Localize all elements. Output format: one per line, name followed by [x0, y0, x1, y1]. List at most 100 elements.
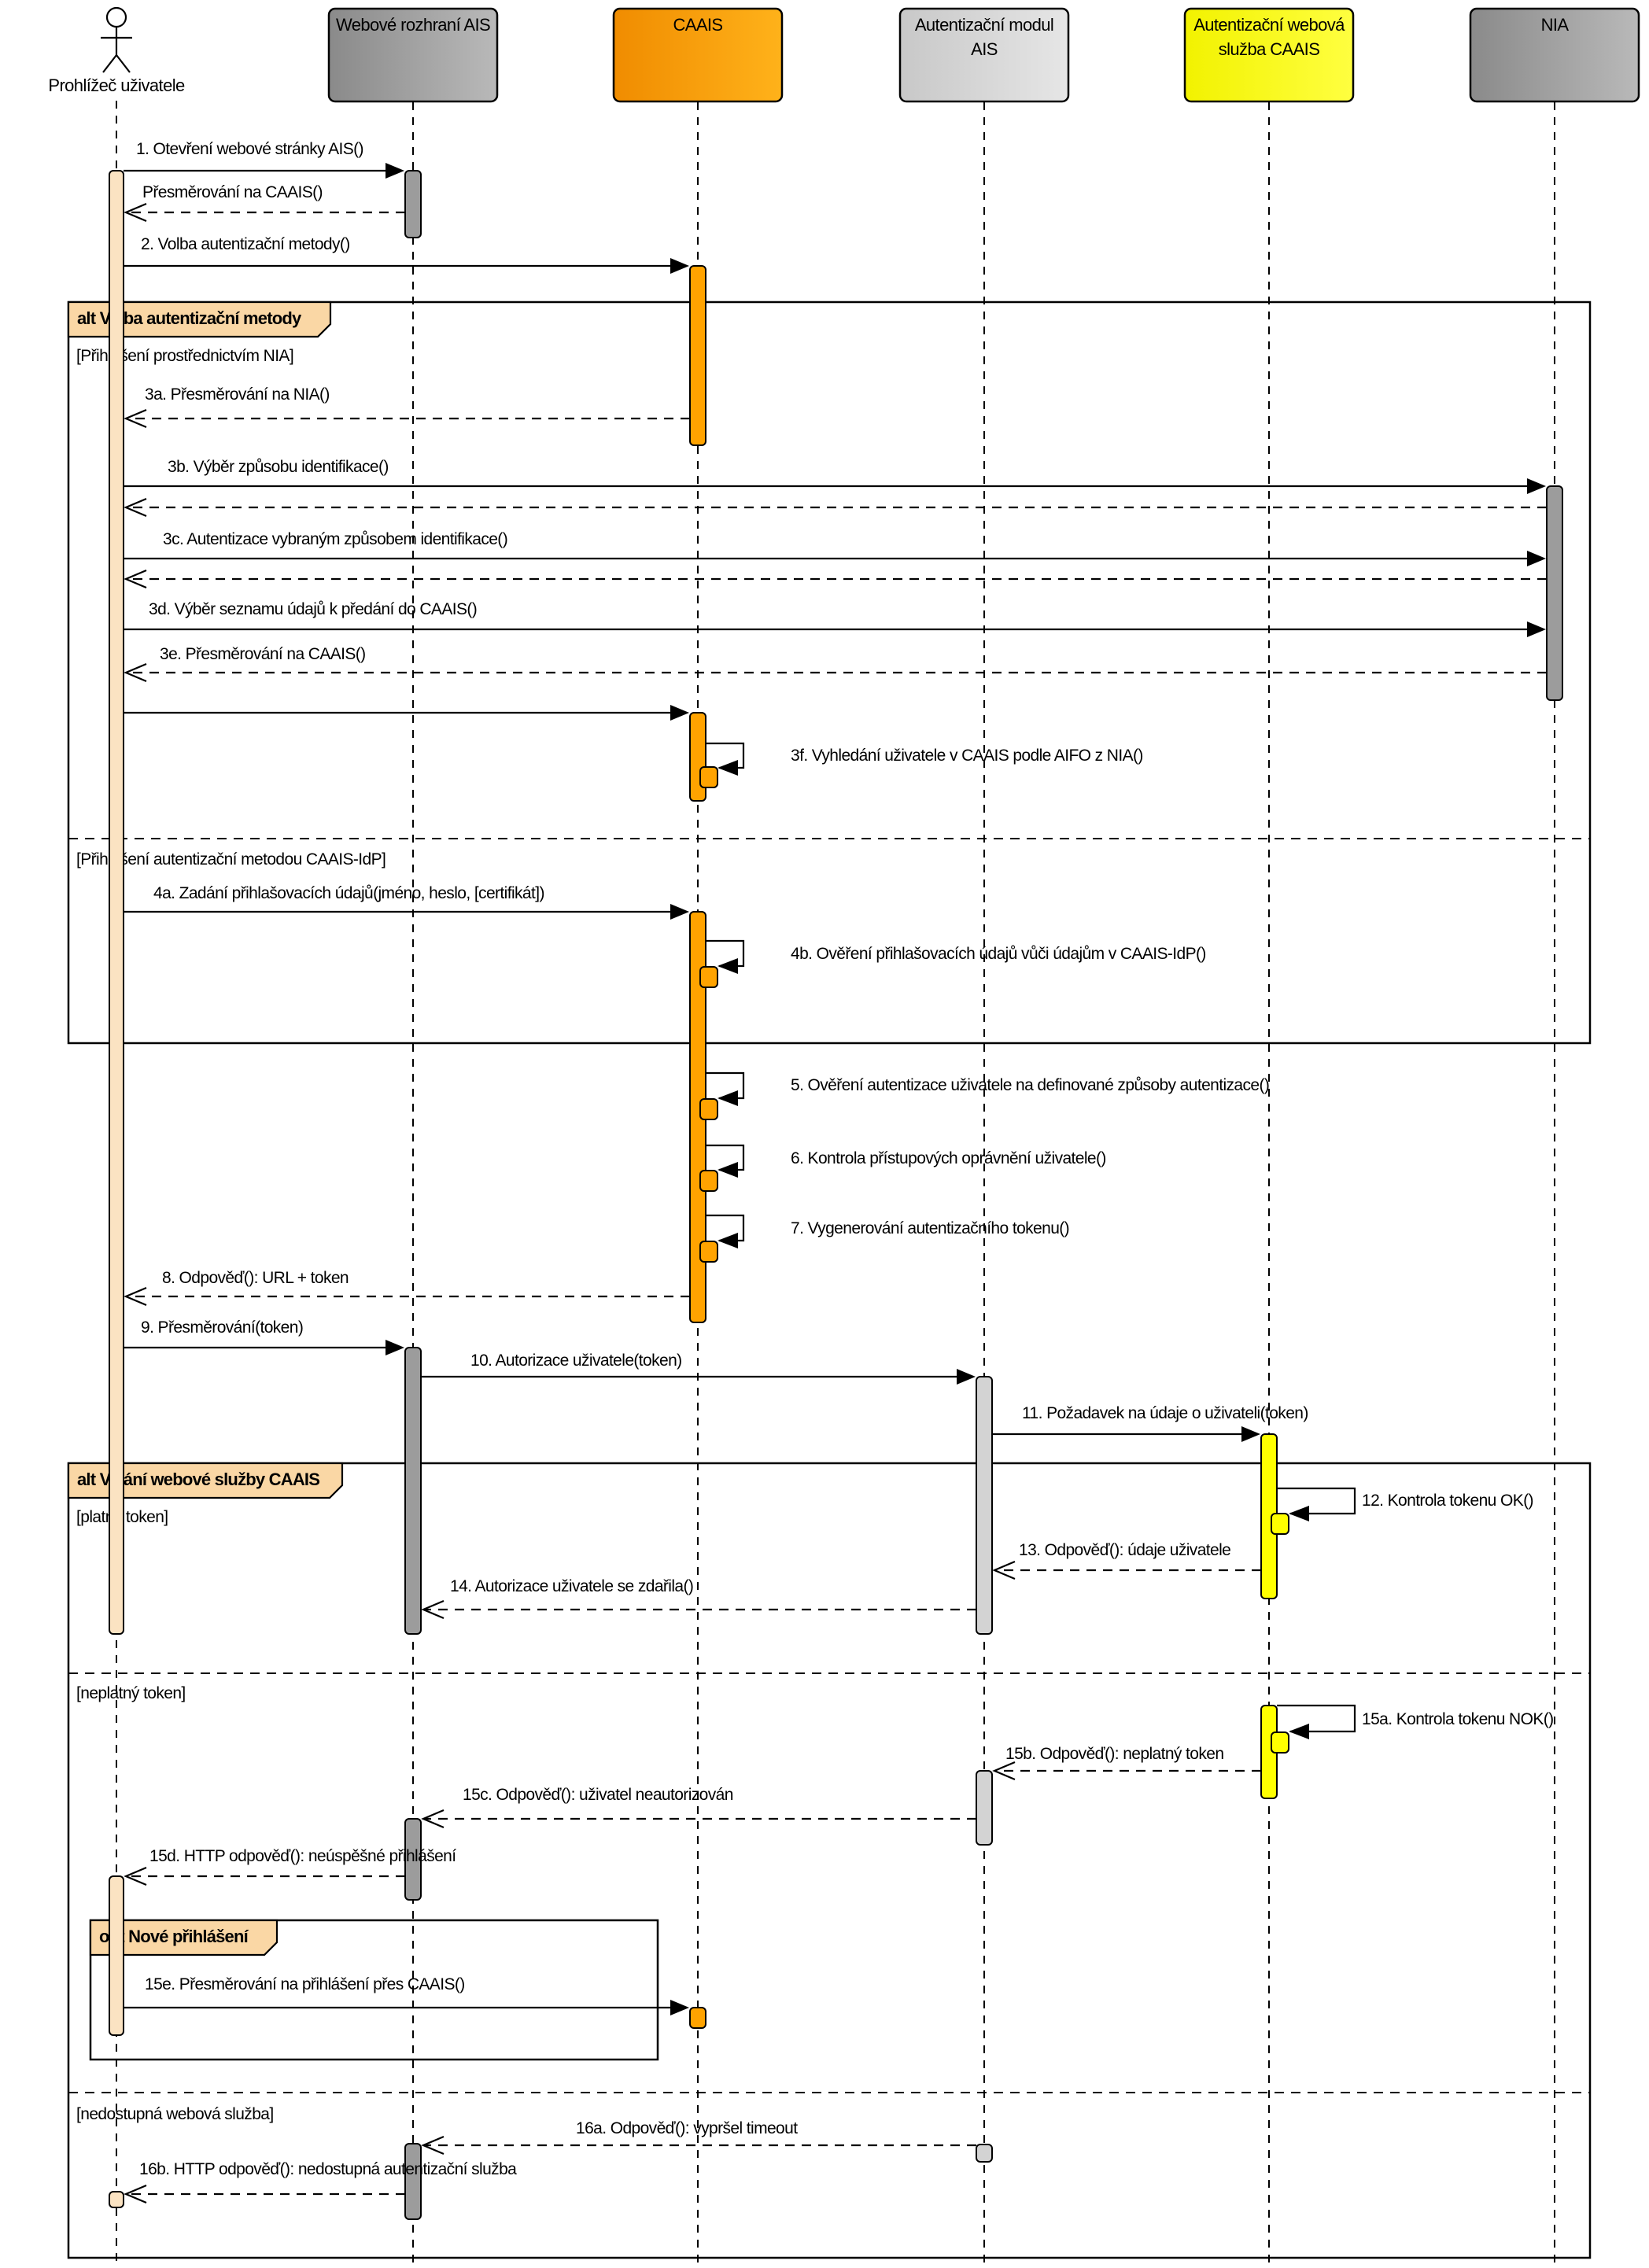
activation-caais-4 [689, 2007, 706, 2029]
msg-3d-arrowhead [1527, 621, 1546, 637]
msg-14-arrowhead [421, 1599, 445, 1620]
msg-15b-label: 15b. Odpověď(): neplatný token [1005, 1745, 1223, 1763]
msg-9-arrowhead [386, 1340, 404, 1355]
msg-15a-label: 15a. Kontrola tokenu NOK() [1362, 1710, 1554, 1728]
frame-alt-auth-method-box [67, 301, 1592, 1045]
actor-head [105, 6, 127, 28]
msg-15c-label: 15c. Odpověď(): uživatel neautorizován [463, 1786, 733, 1804]
participant-web: Webové rozhraní AIS [327, 7, 499, 103]
activations [109, 170, 1563, 2220]
msg-15a-arrowhead [1289, 1724, 1309, 1739]
activation-browser-unavailable [109, 2191, 124, 2208]
msg-redirect-caais-arrowhead [124, 202, 147, 223]
activation-caais-self-4b [699, 966, 718, 988]
msg-1-arrowhead [386, 163, 404, 179]
msg-16a-label: 16a. Odpověď(): vypršel timeout [576, 2119, 798, 2137]
msg-7-label: 7. Vygenerování autentizačního tokenu() [791, 1219, 1069, 1237]
msg-8-arrowhead [124, 1286, 147, 1307]
msg-16a-arrowhead [421, 2135, 445, 2156]
msg-10-arrowhead [957, 1369, 976, 1385]
msg-15a-arrow [1277, 1704, 1356, 1733]
msg-10-label: 10. Autorizace uživatele(token) [470, 1352, 682, 1370]
msg-3b-reply-arrowhead [124, 497, 147, 518]
msg-12-label: 12. Kontrola tokenu OK() [1362, 1492, 1533, 1510]
msg-8-label: 8. Odpověď(): URL + token [162, 1269, 349, 1287]
participant-nia: NIA [1469, 7, 1640, 103]
participant-ws-box [1183, 7, 1355, 103]
frame-opt-new-login-box [89, 1919, 659, 2061]
msg-15b-arrowhead [992, 1761, 1016, 1781]
participant-auth-module: Autentizační modul AIS [898, 7, 1070, 103]
activation-web-1 [404, 170, 422, 238]
activation-auth-2 [976, 1770, 993, 1846]
msg-15d-arrowhead [124, 1866, 147, 1886]
msg-13-label: 13. Odpověď(): údaje uživatele [1019, 1541, 1230, 1559]
participant-web-label: Webové rozhraní AIS [336, 15, 490, 35]
msg-3f-label: 3f. Vyhledání uživatele v CAAIS podle AI… [791, 747, 1143, 765]
msg-15c-arrowhead [421, 1809, 445, 1829]
msg-12-arrowhead [1289, 1506, 1309, 1521]
actor-leg-right [116, 54, 131, 73]
msg-3a-label: 3a. Přesměrování na NIA() [145, 385, 330, 404]
msg-13-arrowhead [992, 1560, 1016, 1580]
activation-caais-self-7 [699, 1241, 718, 1263]
guard-caais-idp-login: [Přihlášení autentizační metodou CAAIS-I… [76, 850, 386, 868]
msg-6-arrowhead [718, 1162, 738, 1178]
msg-4b-label: 4b. Ověření přihlašovacích údajů vůči úd… [791, 945, 1206, 963]
msg-14-label: 14. Autorizace uživatele se zdařila() [450, 1577, 693, 1595]
activation-nia [1546, 485, 1563, 701]
msg-9-label: 9. Přesměrování(token) [141, 1318, 303, 1337]
frame-alt-web-service-box [67, 1462, 1592, 2259]
frame-opt-new-login-tag-shape [89, 1919, 279, 1956]
participant-caais-label: CAAIS [673, 15, 722, 35]
participant-nia-label: NIA [1541, 15, 1570, 35]
guard-nia-login: [Přihlášení prostřednictvím NIA] [76, 347, 293, 365]
frame-alt-web-service-tag-shape [67, 1462, 344, 1499]
msg-2-arrowhead [670, 258, 689, 274]
participant-nia-box [1469, 7, 1640, 103]
msg-3e-arrowhead [124, 662, 147, 683]
msg-16b-arrowhead [124, 2184, 147, 2204]
activation-web-2 [404, 1347, 422, 1635]
participant-auth-label-1: Autentizační modul [915, 15, 1053, 35]
msg-3a-arrowhead [124, 408, 147, 429]
messages: 1. Otevření webové stránky AIS() Přesměr… [124, 140, 1554, 2204]
msg-7-arrowhead [718, 1233, 738, 1248]
actor-label: Prohlížeč uživatele [48, 76, 185, 95]
msg-return-caais-arrowhead [670, 705, 689, 721]
msg-16b-label: 16b. HTTP odpověď(): nedostupná autentiz… [139, 2160, 517, 2178]
msg-12-arrow [1277, 1487, 1356, 1515]
msg-15e-label: 15e. Přesměrování na přihlášení přes CAA… [145, 1975, 465, 1993]
msg-11-arrowhead [1241, 1426, 1260, 1442]
guard-invalid-token: [neplatný token] [76, 1684, 186, 1702]
activation-auth-3 [976, 2144, 993, 2163]
activation-auth-1 [976, 1376, 993, 1635]
participant-auth-box [898, 7, 1070, 103]
actor-browser: Prohlížeč uživatele [48, 6, 186, 95]
msg-6-label: 6. Kontrola přístupových oprávnění uživa… [791, 1149, 1106, 1167]
msg-2-label: 2. Volba autentizační metody() [141, 235, 350, 253]
frame-alt-auth-method-tag-shape [67, 301, 332, 338]
msg-5-arrowhead [718, 1090, 738, 1106]
msg-3c-reply-arrowhead [124, 569, 147, 589]
msg-3f-arrowhead [718, 760, 738, 776]
guard-service-unavailable: [nedostupná webová služba] [76, 2105, 274, 2123]
msg-redirect-caais-label: Přesměrování na CAAIS() [142, 183, 323, 201]
activation-caais-self-5 [699, 1098, 718, 1120]
msg-3b-arrowhead [1527, 478, 1546, 494]
msg-5-label: 5. Ověření autentizace uživatele na defi… [791, 1076, 1269, 1094]
participant-ws-label-2: služba CAAIS [1219, 39, 1320, 59]
activation-ws-self-15a [1271, 1731, 1289, 1754]
msg-1-label: 1. Otevření webové stránky AIS() [136, 140, 363, 158]
activation-web-4 [404, 2143, 422, 2220]
participant-ws-label-1: Autentizační webová [1193, 15, 1345, 35]
activation-browser-main [109, 170, 124, 1635]
activation-caais-self-3f [699, 766, 718, 788]
activation-caais-self-6 [699, 1170, 718, 1192]
msg-4b-arrowhead [718, 958, 738, 974]
msg-3e-label: 3e. Přesměrování na CAAIS() [160, 645, 366, 663]
msg-11-label: 11. Požadavek na údaje o uživateli(token… [1022, 1404, 1308, 1422]
frame-alt-auth-method: alt Volba autentizační metody [Přihlášen… [67, 301, 1592, 1045]
activation-ws-self-12 [1271, 1513, 1289, 1535]
